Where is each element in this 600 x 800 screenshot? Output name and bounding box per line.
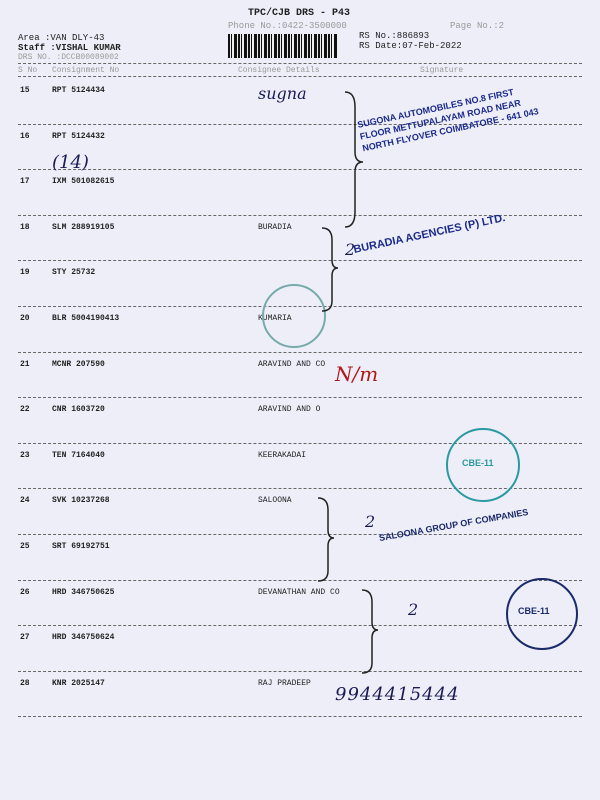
handwritten-phone: 9944415444 xyxy=(335,684,460,705)
round-stamp xyxy=(262,284,326,348)
consignment-number: TEN 7164040 xyxy=(52,450,105,460)
serial-number: 16 xyxy=(20,131,30,141)
consignment-number: SVK 10237268 xyxy=(52,496,110,506)
handwritten-count: 2 xyxy=(365,512,376,531)
consignment-number: RPT 5124434 xyxy=(52,86,105,95)
phone-number: Phone No.:0422-3500000 xyxy=(228,21,347,31)
row-divider xyxy=(18,397,582,399)
consignee-name: ARAVIND AND O xyxy=(258,405,321,415)
handwritten-count: 2 xyxy=(408,600,419,619)
serial-number: 22 xyxy=(20,405,30,415)
consignee-name: BURADIA xyxy=(258,222,292,232)
consignment-number: MCNR 207590 xyxy=(52,359,105,369)
row-divider xyxy=(18,442,582,444)
serial-number: 20 xyxy=(20,314,30,323)
divider xyxy=(18,76,582,77)
row-divider xyxy=(18,169,582,171)
serial-number: 26 xyxy=(20,587,30,597)
cbe-label: CBE-11 xyxy=(462,458,494,468)
consignment-number: SLM 288919105 xyxy=(52,222,115,232)
row-divider xyxy=(18,351,582,353)
table-row: 21 MCNR 207590 ARAVIND AND CO xyxy=(0,351,600,406)
consignment-number: HRD 346750624 xyxy=(52,633,115,643)
table-row: 16 RPT 5124432 xyxy=(0,123,600,178)
serial-number: 28 xyxy=(20,678,30,688)
barcode xyxy=(228,34,338,58)
consignment-number: KNR 2025147 xyxy=(52,678,105,688)
serial-number: 18 xyxy=(20,222,30,232)
consignee-name: RAJ PRADEEP xyxy=(258,678,311,688)
serial-number: 19 xyxy=(20,268,30,278)
handwritten-nm: N/m xyxy=(335,362,379,386)
serial-number: 24 xyxy=(20,496,30,506)
table-row: 22 CNR 1603720 ARAVIND AND O xyxy=(0,397,600,451)
document-title: TPC/CJB DRS - P43 xyxy=(248,8,351,19)
table-row: 23 TEN 7164040 KEERAKADAI xyxy=(0,442,600,497)
consignment-number: IXM 501082615 xyxy=(52,177,115,187)
handwritten-count: 2 xyxy=(345,240,356,259)
consignment-number: HRD 346750625 xyxy=(52,587,115,597)
table-row: 19 STY 25732 xyxy=(0,260,600,314)
consignee-name: ARAVIND AND CO xyxy=(258,359,326,369)
col-consignment: Consignment No xyxy=(52,66,120,75)
consignee-name: SALOONA xyxy=(258,496,292,506)
table-row: 27 HRD 346750624 xyxy=(0,625,600,679)
rs-date: RS Date:07-Feb-2022 xyxy=(359,41,462,51)
area: Area :VAN DLY-43 xyxy=(18,33,105,43)
row-divider xyxy=(18,260,582,262)
table-row: 28 KNR 2025147 RAJ PRADEEP xyxy=(0,670,600,725)
serial-number: 17 xyxy=(20,177,30,187)
row-divider xyxy=(18,625,582,627)
serial-number: 25 xyxy=(20,542,30,551)
drs-number: DRS NO. :DCCB00089002 xyxy=(18,53,119,62)
row-divider xyxy=(18,214,582,216)
col-consignee: Consignee Details xyxy=(238,66,320,75)
consignment-number: CNR 1603720 xyxy=(52,405,105,415)
keerakadai-stamp xyxy=(446,428,520,502)
col-sno: S No xyxy=(18,66,38,75)
divider xyxy=(18,716,582,718)
table-row: 25 SRT 69192751 xyxy=(0,534,600,588)
consignment-number: RPT 5124432 xyxy=(52,131,105,141)
staff: Staff :VISHAL KUMAR xyxy=(18,43,121,53)
row-divider xyxy=(18,579,582,581)
row-divider xyxy=(18,534,582,535)
consignment-number: SRT 69192751 xyxy=(52,542,110,551)
row-divider xyxy=(18,670,582,672)
serial-number: 21 xyxy=(20,359,30,369)
handwritten-name: sugna xyxy=(258,84,307,103)
consignment-number: STY 25732 xyxy=(52,268,96,278)
table-row: 24 SVK 10237268 SALOONA xyxy=(0,488,600,542)
cbe-label: CBE-11 xyxy=(518,606,550,616)
consignee-name: DEVANATHAN AND CO xyxy=(258,587,340,597)
table-row: 26 HRD 346750625 DEVANATHAN AND CO xyxy=(0,579,600,634)
rs-number: RS No.:886893 xyxy=(359,31,430,41)
serial-number: 27 xyxy=(20,633,30,643)
page-number: Page No.:2 xyxy=(450,21,505,31)
devanath-stamp xyxy=(506,578,578,650)
row-divider xyxy=(18,488,582,490)
divider xyxy=(18,63,582,64)
table-row: 17 IXM 501082615 xyxy=(0,169,600,223)
consignment-number: BLR 5004190413 xyxy=(52,314,120,323)
col-signature: Signature xyxy=(420,66,464,75)
table-row: 18 SLM 288919105 BURADIA xyxy=(0,214,600,269)
serial-number: 15 xyxy=(20,86,30,95)
row-divider xyxy=(18,123,582,125)
serial-number: 23 xyxy=(20,450,30,460)
consignee-name: KEERAKADAI xyxy=(258,450,307,460)
handwritten-count: (14) xyxy=(52,152,89,173)
table-row: 15 RPT 5124434 xyxy=(0,86,600,132)
